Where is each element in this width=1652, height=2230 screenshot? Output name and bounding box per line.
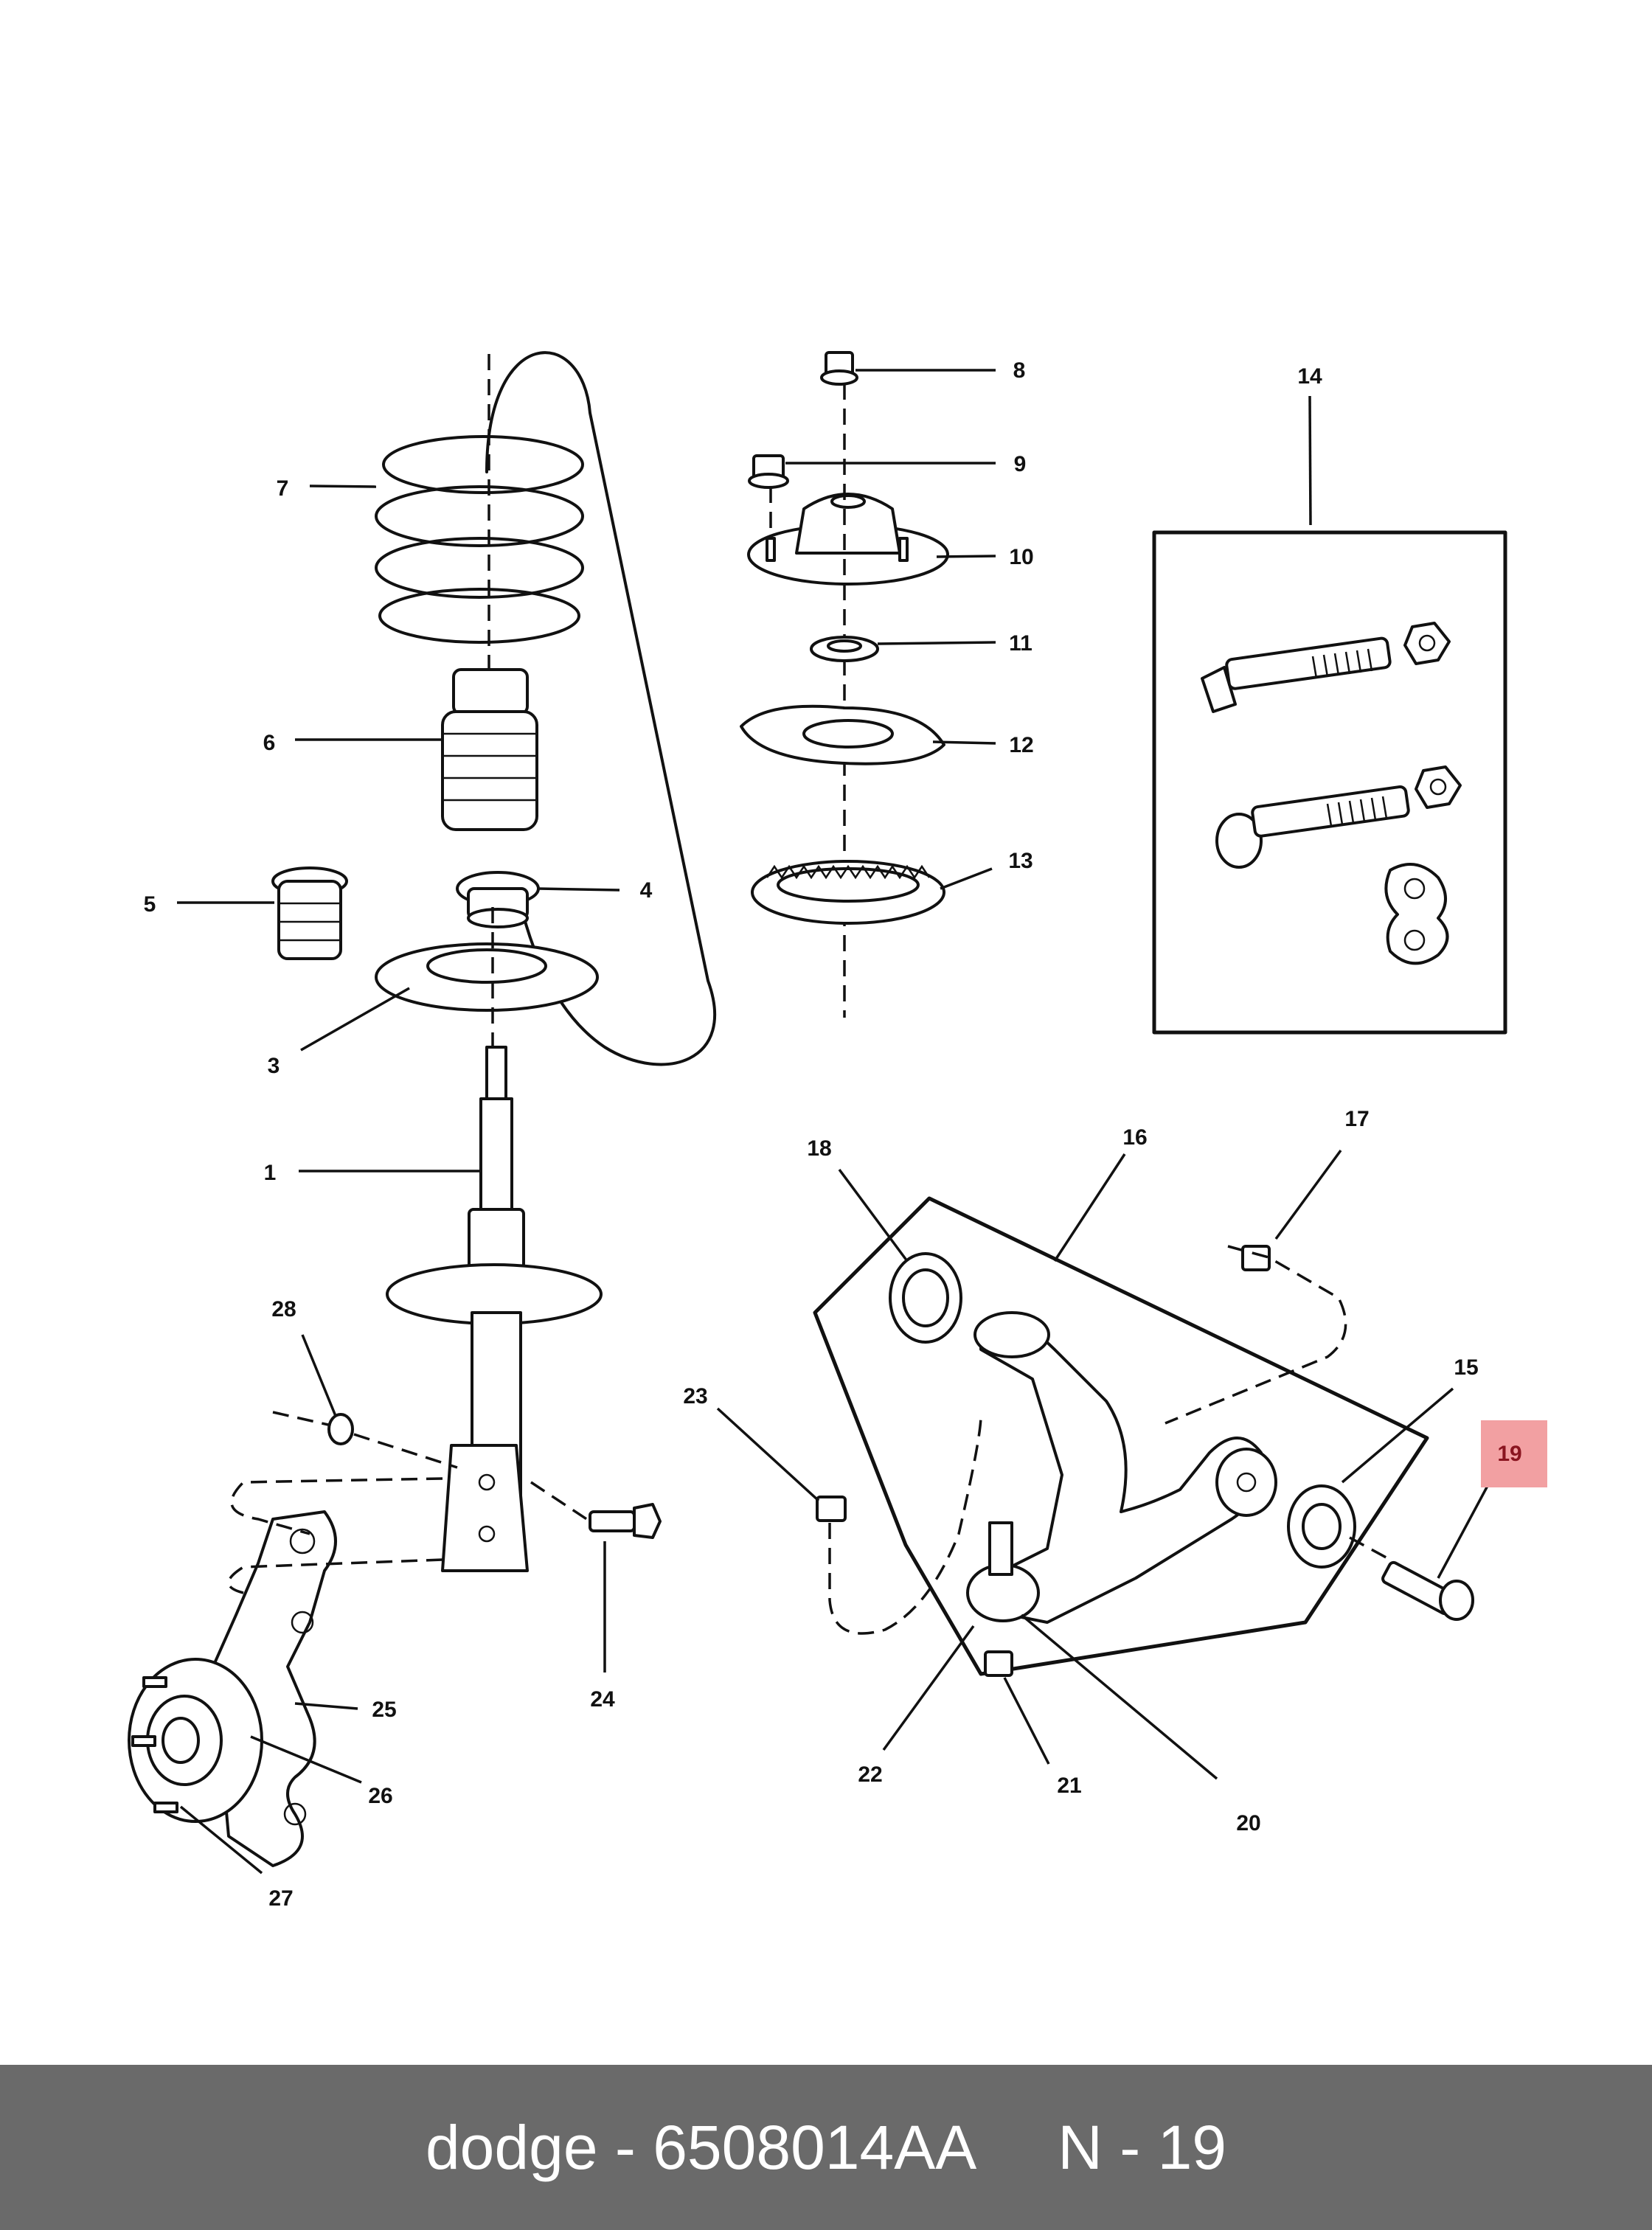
nut-path-line [1165,1245,1347,1425]
control-arm-bushing [889,1252,962,1344]
callout-21: 21 [1057,1774,1081,1798]
callout-22: 22 [858,1762,882,1787]
footer-brand: dodge [425,2112,598,2182]
bolt-path-line [828,1415,982,1635]
strut-mount [747,493,949,586]
callout-18: 18 [807,1136,831,1161]
rear-bushing [1287,1484,1356,1569]
ball-joint-nut [984,1650,1013,1677]
wheel-hub [128,1658,263,1823]
mount-nut [748,454,789,489]
callout-labels: 7 6 5 4 3 1 8 9 10 11 12 13 14 16 17 18 … [144,358,1522,1911]
footer-bar: dodge - 6508014AA N - 19 [0,2065,1652,2230]
callout-14: 14 [1297,364,1322,389]
callout-20: 20 [1236,1811,1260,1835]
footer-ref-label: N - 19 [1058,2112,1227,2182]
callout-7: 7 [277,476,289,501]
callout-8: 8 [1013,358,1026,383]
knuckle-bolt [589,1503,662,1539]
control-arm-bolt [1381,1560,1474,1621]
strut-bearing [810,636,879,662]
highlight-box-19 [1481,1420,1547,1487]
arm-nut [1241,1245,1271,1271]
callout-6: 6 [263,731,276,755]
spring-isolator [375,942,599,1012]
ball-joint-bolt [816,1496,847,1522]
callout-1: 1 [264,1161,277,1185]
callout-28: 28 [271,1297,296,1321]
hardware-kit [1152,530,1507,1035]
dust-boot [441,668,538,831]
callout-10: 10 [1009,545,1033,569]
callout-19: 19 [1497,1442,1521,1466]
callout-3: 3 [268,1054,280,1078]
upper-spring-isolator [751,860,945,925]
control-arm-group-outline [813,1196,1429,1676]
jounce-bumper-small [456,871,540,928]
upper-spring-seat [740,704,945,765]
knuckle-link-lines [227,1477,443,1594]
callout-25: 25 [372,1698,396,1722]
callout-4: 4 [640,878,653,903]
lower-control-arm [966,1311,1277,1624]
callout-23: 23 [683,1384,707,1408]
callout-27: 27 [268,1886,293,1911]
washer-axis-line [272,1411,458,1469]
knuckle-bolt-axis [530,1481,591,1523]
bolt-axis-line [1349,1536,1391,1561]
callout-15: 15 [1454,1355,1478,1380]
suspension-exploded-diagram: 7 6 5 4 3 1 8 9 10 11 12 13 14 16 17 18 … [128,351,1547,1911]
jounce-bumper-large [271,866,348,960]
leader-lines [177,369,1495,1875]
callout-24: 24 [590,1687,615,1712]
callout-16: 16 [1122,1125,1147,1150]
callout-5: 5 [144,892,156,917]
callout-12: 12 [1009,733,1033,757]
footer-part-number: 6508014AA [653,2112,977,2182]
footer-separator: - [597,2112,653,2182]
callout-9: 9 [1014,452,1027,476]
knuckle-washer [327,1413,354,1445]
callout-11: 11 [1009,631,1032,656]
callout-13: 13 [1008,849,1032,873]
callout-26: 26 [368,1784,392,1808]
callout-17: 17 [1344,1107,1369,1131]
strut-mount-nut [820,351,858,386]
strut-assembly [386,1046,603,1572]
